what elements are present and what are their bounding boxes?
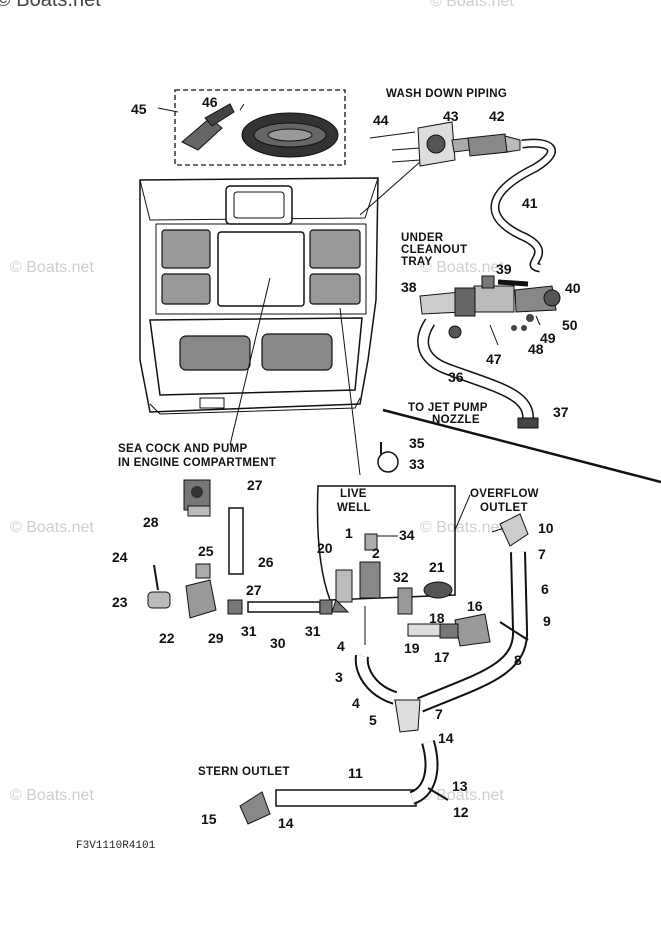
label-sea-cock-2: IN ENGINE COMPARTMENT [118, 457, 276, 469]
callout-38: 38 [401, 279, 417, 295]
callout-35: 35 [409, 435, 425, 451]
sea-cock-parts [147, 479, 333, 619]
callout-5: 5 [369, 712, 377, 728]
callout-31a: 31 [241, 623, 257, 639]
label-under-1: UNDER [401, 232, 444, 244]
label-outlet: OUTLET [480, 502, 528, 514]
callout-8: 8 [514, 652, 522, 668]
callout-24: 24 [112, 549, 128, 565]
watermark-4: © Boats.net [420, 519, 504, 536]
callout-45: 45 [131, 101, 147, 117]
callout-12: 12 [453, 804, 469, 820]
watermark-2: © Boats.net [420, 259, 504, 276]
callout-1: 1 [345, 525, 353, 541]
callout-14a: 14 [438, 730, 454, 746]
leader-lines [157, 107, 541, 537]
callout-48: 48 [528, 341, 544, 357]
callout-34: 34 [399, 527, 415, 543]
label-under-3: TRAY [401, 256, 432, 268]
watermark-top: © Boats.net [0, 0, 101, 11]
live-well-parts [316, 485, 529, 733]
watermark-3: © Boats.net [10, 519, 94, 536]
callout-19: 19 [404, 640, 420, 656]
watermark-1: © Boats.net [10, 259, 94, 276]
spray-nozzle-hose-box [174, 89, 346, 166]
callout-25: 25 [198, 543, 214, 559]
callout-3: 3 [335, 669, 343, 685]
callout-43: 43 [443, 108, 459, 124]
callout-42: 42 [489, 108, 505, 124]
label-sea-cock-1: SEA COCK AND PUMP [118, 443, 248, 455]
callout-29: 29 [208, 630, 224, 646]
callout-26: 26 [258, 554, 274, 570]
watermarks: © Boats.net © Boats.net © Boats.net © Bo… [0, 0, 514, 804]
callout-30: 30 [270, 635, 286, 651]
watermark-5: © Boats.net [10, 787, 94, 804]
callout-18: 18 [429, 610, 445, 626]
boat-deck-illustration [139, 177, 379, 415]
callout-13: 13 [452, 778, 468, 794]
callout-33: 33 [409, 456, 425, 472]
callout-14b: 14 [278, 815, 294, 831]
label-stern-outlet: STERN OUTLET [198, 766, 290, 778]
wash-down-parts [369, 121, 561, 429]
callout-4b: 4 [352, 695, 360, 711]
callout-28: 28 [143, 514, 159, 530]
callout-15: 15 [201, 811, 217, 827]
callout-47: 47 [486, 351, 502, 367]
section-labels: WASH DOWN PIPING UNDER CLEANOUT TRAY TO … [76, 88, 539, 852]
label-wash-down-piping: WASH DOWN PIPING [386, 88, 507, 100]
callout-11: 11 [348, 765, 363, 781]
callout-21: 21 [429, 559, 445, 575]
plug-assembly [377, 442, 399, 473]
label-live: LIVE [340, 488, 367, 500]
stern-outlet-parts [239, 740, 449, 825]
section-divider [382, 408, 661, 484]
callout-2: 2 [372, 545, 380, 561]
callout-32: 32 [393, 569, 409, 585]
callout-16: 16 [467, 598, 483, 614]
label-well: WELL [337, 502, 371, 514]
callout-22: 22 [159, 630, 175, 646]
watermark-6: © Boats.net [420, 787, 504, 804]
label-under-2: CLEANOUT [401, 244, 467, 256]
diagram-code: F3V1110R4101 [76, 840, 156, 852]
callout-37: 37 [553, 404, 569, 420]
label-overflow: OVERFLOW [470, 488, 539, 500]
callout-41: 41 [522, 195, 538, 211]
callout-39: 39 [496, 261, 512, 277]
callout-49: 49 [540, 330, 556, 346]
callout-27b: 27 [246, 582, 262, 598]
callout-10: 10 [538, 520, 554, 536]
callout-27a: 27 [247, 477, 263, 493]
callout-6: 6 [541, 581, 549, 597]
callout-44: 44 [373, 112, 389, 128]
callout-17: 17 [434, 649, 450, 665]
label-jet-pump-1: TO JET PUMP [408, 402, 488, 414]
callout-40: 40 [565, 280, 581, 296]
label-jet-pump-2: NOZZLE [432, 414, 480, 426]
watermark-top-right: © Boats.net [430, 0, 514, 10]
callout-7b: 7 [435, 706, 443, 722]
callout-23: 23 [112, 594, 128, 610]
callout-50: 50 [562, 317, 578, 333]
callout-46: 46 [202, 94, 218, 110]
callout-36: 36 [448, 369, 464, 385]
callout-numbers: 45 46 44 43 42 41 39 38 40 50 49 48 47 3… [112, 94, 581, 831]
callout-9: 9 [543, 613, 551, 629]
callout-7a: 7 [538, 546, 546, 562]
callout-20: 20 [317, 540, 333, 556]
callout-4a: 4 [337, 638, 345, 654]
callout-31b: 31 [305, 623, 321, 639]
